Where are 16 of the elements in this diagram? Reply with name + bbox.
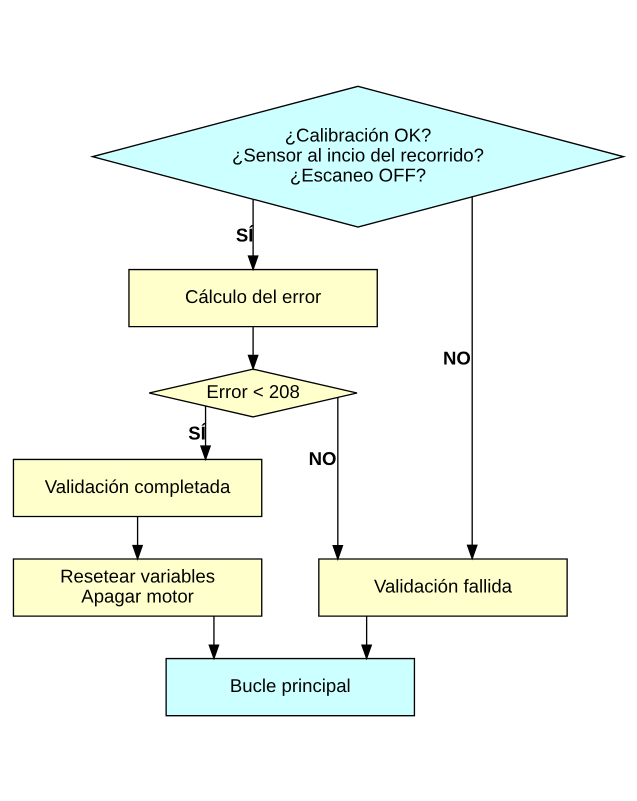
node-box: Cálculo del error <box>128 268 378 327</box>
node-box: Validación fallida <box>318 558 568 616</box>
arrow <box>466 196 478 560</box>
arrow <box>248 199 259 271</box>
arrow <box>208 616 220 660</box>
node-box: Bucle principal <box>165 657 416 716</box>
edge-label: NO <box>308 448 336 469</box>
node-box: Resetear variables Apagar motor <box>12 558 262 616</box>
arrow <box>332 396 344 560</box>
node-diamond: Error < 208 <box>148 368 358 418</box>
arrow <box>132 516 144 560</box>
arrow <box>200 406 212 461</box>
node-box: Validación completada <box>12 458 262 517</box>
arrow <box>361 616 372 660</box>
edge-label: NO <box>442 347 471 368</box>
arrow <box>248 326 259 370</box>
